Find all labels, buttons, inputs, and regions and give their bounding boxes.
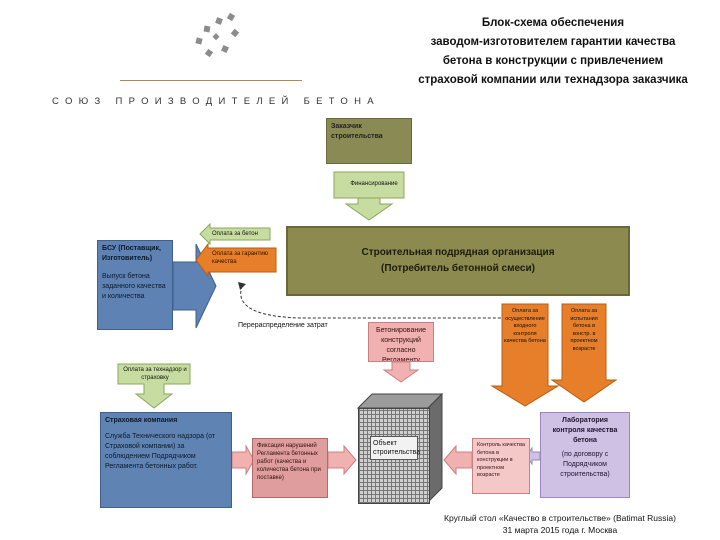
- insurance-body: Служба Технического надзора (от Страхово…: [105, 433, 216, 470]
- footer: Круглый стол «Качество в строительстве» …: [400, 512, 720, 536]
- concreting-box: Бетонирование конструкций согласно Регла…: [368, 322, 434, 362]
- bsu-box: БСУ (Поставщик, Изготовитель) Выпуск бет…: [97, 240, 173, 330]
- insurance-title: Страховая компания: [105, 417, 178, 424]
- pay-insurance-label: Оплата за технадзор и страховку: [123, 367, 187, 381]
- concreting-arrow: [382, 361, 420, 383]
- title-line-2: заводом-изготовителем гарантии качества: [430, 36, 676, 48]
- title-line-4: страховой компании или технадзора заказч…: [418, 74, 688, 86]
- contractor-box: Строительная подрядная организация (Потр…: [286, 226, 630, 296]
- logo-divider: [120, 80, 302, 81]
- contractor-line-1: Строительная подрядная организация: [361, 247, 555, 258]
- pay-concrete-arrow: [199, 222, 271, 246]
- redistribution-label: Перераспределение затрат: [238, 322, 328, 329]
- building-cube-side: [427, 392, 443, 504]
- pay-guarantee-arrow: [195, 242, 277, 278]
- pay-testing-label: Оплата за испытания бетона в констр. в п…: [570, 308, 598, 352]
- funding-to-building-arrow: [327, 444, 357, 476]
- customer-line-1: Заказчик: [331, 123, 362, 130]
- building-line-1: Объект: [373, 440, 397, 447]
- building-line-2: строительства: [373, 449, 421, 456]
- lab-body: (по договору с Подрядчиком строительства…: [560, 451, 610, 478]
- financing-arrow: [333, 171, 405, 221]
- pay-concrete-label: Оплата за бетон: [212, 231, 258, 237]
- insurance-box: Страховая компания Служба Технического н…: [100, 412, 232, 508]
- pay-insurance-arrow: [117, 363, 191, 409]
- input-control-arrow: [490, 303, 560, 407]
- contractor-line-2: (Потребитель бетонной смеси): [381, 263, 535, 274]
- control-to-building-arrow: [443, 444, 473, 476]
- page-title: Блок-схема обеспечения заводом-изготовит…: [392, 14, 714, 90]
- customer-line-2: строительства: [331, 133, 383, 140]
- lab-title: Лаборатория контроля качества бетона: [552, 417, 618, 444]
- pay-input-control-label: Оплата за осуществление входного контрол…: [504, 308, 546, 344]
- insurance-to-funding-arrow: [231, 444, 255, 476]
- title-line-3: бетона в конструкции с привлечением: [442, 55, 664, 67]
- bsu-body: Выпуск бетона заданного качества и колич…: [102, 273, 166, 300]
- building-label: Объект строительства: [370, 436, 421, 460]
- financing-label: Финансирование: [350, 181, 398, 187]
- testing-arrow: [550, 303, 618, 403]
- footer-line-2: 31 марта 2015 года г. Москва: [502, 525, 618, 535]
- violations-box: Фиксация нарушений Регламента бетонных р…: [252, 438, 328, 498]
- bsu-title: БСУ (Поставщик, Изготовитель): [102, 245, 161, 262]
- lab-box: Лаборатория контроля качества бетона (по…: [540, 412, 630, 498]
- org-name: СОЮЗ ПРОИЗВОДИТЕЛЕЙ БЕТОНА: [52, 96, 380, 107]
- footer-line-1: Круглый стол «Качество в строительстве» …: [444, 513, 676, 523]
- logo-icon: [195, 12, 240, 58]
- title-line-1: Блок-схема обеспечения: [481, 17, 625, 29]
- control-box: Контроль качества бетона в конструкции в…: [472, 438, 530, 494]
- pay-guarantee-label: Оплата за гарантию качества: [212, 251, 269, 265]
- customer-box: Заказчик строительства: [326, 118, 412, 164]
